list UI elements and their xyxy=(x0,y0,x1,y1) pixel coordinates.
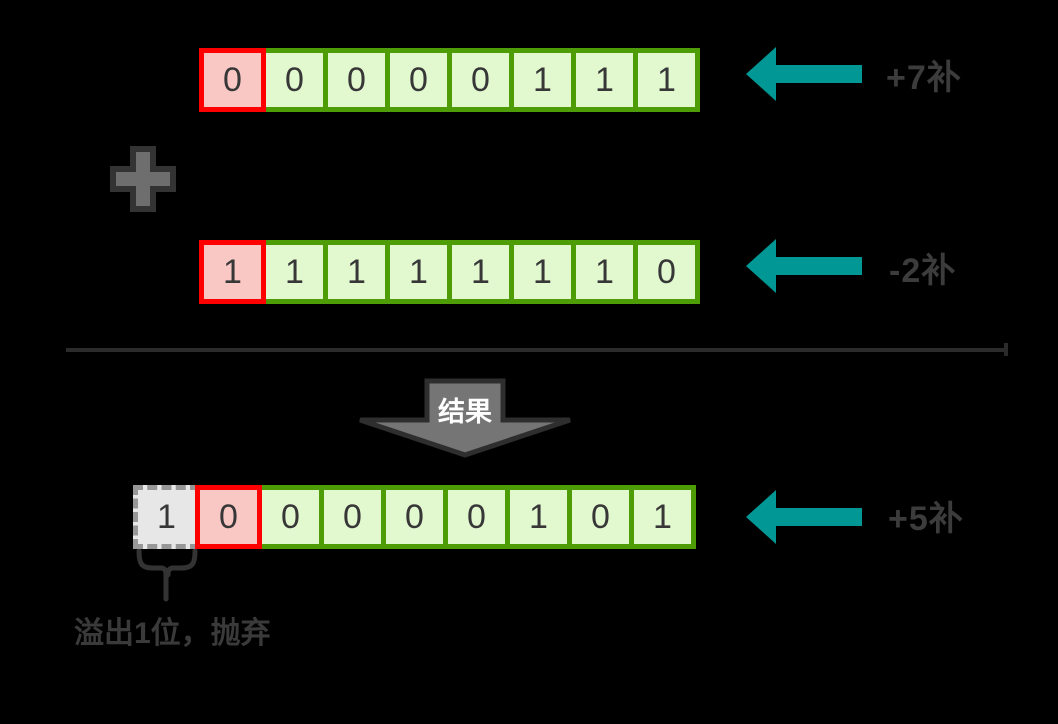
bit-cell: 1 xyxy=(571,240,638,304)
bit-cell: 0 xyxy=(261,48,328,112)
bit-cell: 0 xyxy=(633,240,700,304)
bit-cell: 1 xyxy=(509,48,576,112)
bit-cell: 1 xyxy=(509,240,576,304)
bit-cell: 0 xyxy=(257,485,324,549)
bit-cell: 1 xyxy=(505,485,572,549)
overflow-bit-cell: 1 xyxy=(133,485,200,549)
bit-cell: 0 xyxy=(323,48,390,112)
bit-cell: 0 xyxy=(385,48,452,112)
left-arrow-icon xyxy=(746,47,862,101)
bit-cell: 1 xyxy=(447,240,514,304)
bit-cell: 1 xyxy=(629,485,696,549)
left-arrow-icon xyxy=(746,490,862,544)
bit-cell: 1 xyxy=(385,240,452,304)
bit-cell: 1 xyxy=(633,48,700,112)
bit-cell: 1 xyxy=(571,48,638,112)
sum-divider-line xyxy=(66,348,1008,352)
sign-bit-cell: 0 xyxy=(195,485,262,549)
result-label: +5补 xyxy=(888,500,964,538)
operand2-label: -2补 xyxy=(889,252,957,290)
overflow-note: 溢出1位，抛弃 xyxy=(74,617,271,650)
result-down-arrow: 结果 xyxy=(359,378,571,458)
operand1-label: +7补 xyxy=(886,59,962,97)
bit-cell: 0 xyxy=(443,485,510,549)
result-arrow-label: 结果 xyxy=(438,397,492,427)
bit-cell: 0 xyxy=(447,48,514,112)
bit-cell: 1 xyxy=(261,240,328,304)
left-arrow-icon xyxy=(746,239,862,293)
bit-cell: 0 xyxy=(381,485,448,549)
sign-bit-cell: 1 xyxy=(199,240,266,304)
sign-bit-cell: 0 xyxy=(199,48,266,112)
plus-icon xyxy=(110,146,176,212)
bit-cell: 0 xyxy=(567,485,634,549)
overflow-brace-icon xyxy=(136,549,198,602)
bit-cell: 1 xyxy=(323,240,390,304)
sum-divider-end-cap xyxy=(1004,343,1008,356)
bit-cell: 0 xyxy=(319,485,386,549)
